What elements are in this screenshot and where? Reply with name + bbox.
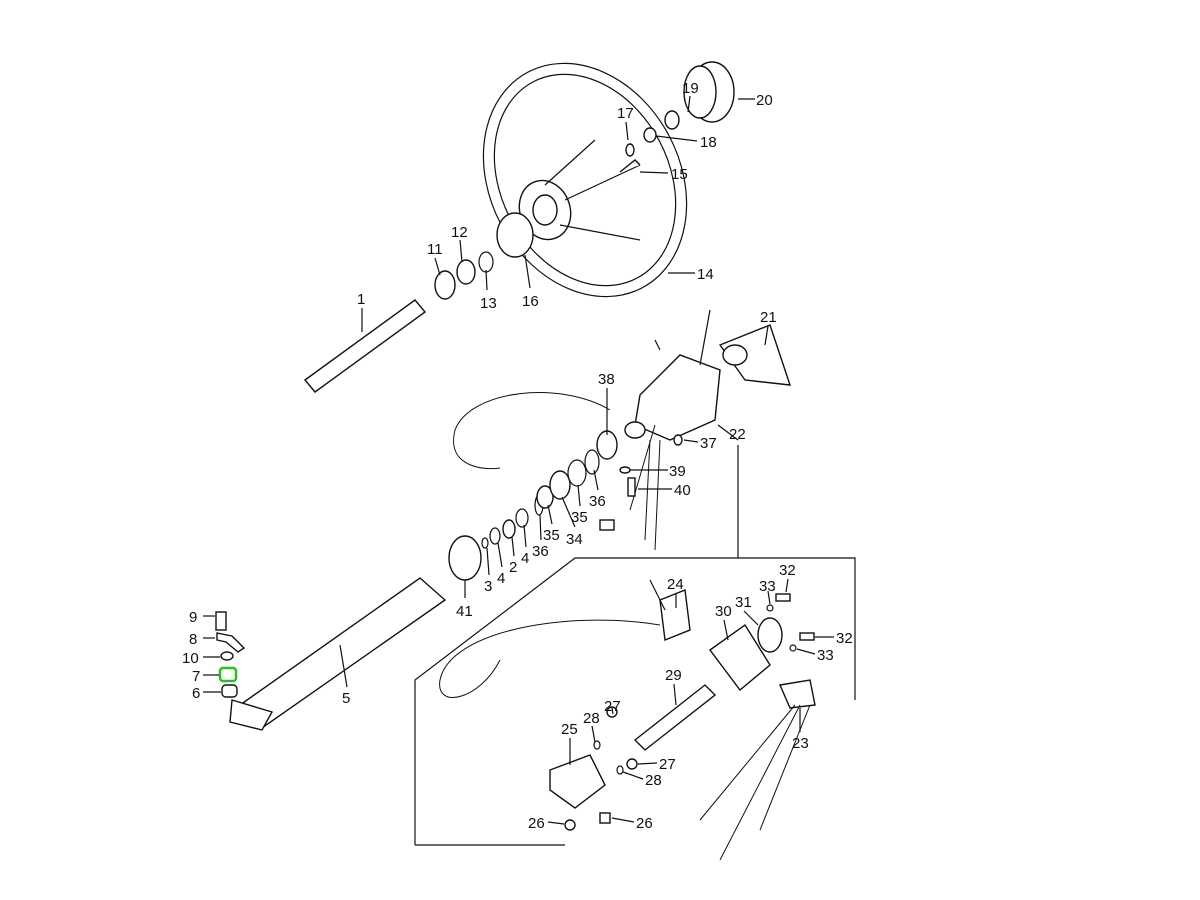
- part-17[interactable]: [625, 143, 635, 157]
- part-11[interactable]: [434, 270, 456, 300]
- callout-9[interactable]: 9: [189, 609, 197, 626]
- part-39[interactable]: [619, 466, 631, 474]
- part-41: [448, 535, 482, 581]
- part-7-highlighted: [218, 666, 238, 683]
- part-19[interactable]: [664, 110, 680, 130]
- callout-16[interactable]: 16: [522, 293, 539, 310]
- callout-33[interactable]: 33: [817, 647, 834, 664]
- steering-column-tube[interactable]: [229, 535, 482, 731]
- callout-19[interactable]: 19: [682, 80, 699, 97]
- steering-wheel[interactable]: [444, 28, 726, 333]
- callout-35[interactable]: 35: [543, 527, 560, 544]
- callout-15[interactable]: 15: [671, 166, 688, 183]
- callout-26[interactable]: 26: [636, 815, 653, 832]
- leader-lines: [203, 95, 834, 825]
- callout-23[interactable]: 23: [792, 735, 809, 752]
- callout-4[interactable]: 4: [497, 570, 505, 587]
- part-16[interactable]: [496, 212, 534, 258]
- callout-8[interactable]: 8: [189, 631, 197, 648]
- callout-29[interactable]: 29: [665, 667, 682, 684]
- callout-34[interactable]: 34: [566, 531, 583, 548]
- callout-10[interactable]: 10: [182, 650, 199, 667]
- part-23: [779, 679, 816, 709]
- lower-switch-assembly[interactable]: [439, 579, 816, 861]
- part-12[interactable]: [456, 259, 476, 285]
- callout-38[interactable]: 38: [598, 371, 615, 388]
- callout-27[interactable]: 27: [604, 698, 621, 715]
- part-37[interactable]: [673, 434, 683, 446]
- part-29: [633, 684, 717, 751]
- callout-7[interactable]: 7: [192, 668, 200, 685]
- callout-21[interactable]: 21: [760, 309, 777, 326]
- callout-39[interactable]: 39: [669, 463, 686, 480]
- callout-40[interactable]: 40: [674, 482, 691, 499]
- callout-28[interactable]: 28: [583, 710, 600, 727]
- part-25: [549, 754, 606, 809]
- callout-2[interactable]: 2: [509, 559, 517, 576]
- part-40[interactable]: [627, 477, 636, 497]
- part-13[interactable]: [478, 251, 494, 273]
- callout-11[interactable]: 11: [427, 241, 443, 258]
- callout-35[interactable]: 35: [571, 509, 588, 526]
- callout-36[interactable]: 36: [532, 543, 549, 560]
- callout-4[interactable]: 4: [521, 550, 529, 567]
- callout-20[interactable]: 20: [756, 92, 773, 109]
- part-15[interactable]: [619, 159, 641, 173]
- callout-31[interactable]: 31: [735, 594, 752, 611]
- callout-24[interactable]: 24: [667, 576, 684, 593]
- callout-6[interactable]: 6: [192, 685, 200, 702]
- callout-27[interactable]: 27: [659, 756, 676, 773]
- part-18[interactable]: [643, 127, 657, 143]
- wiring-harness: [453, 392, 611, 470]
- switch-housing[interactable]: [624, 309, 721, 441]
- bracket-hardware[interactable]: [215, 611, 246, 698]
- callout-3[interactable]: 3: [484, 578, 492, 595]
- callout-26[interactable]: 26: [528, 815, 545, 832]
- steering-shaft[interactable]: [303, 299, 427, 393]
- group-bracket-line: [414, 445, 856, 846]
- callout-32[interactable]: 32: [779, 562, 796, 579]
- callout-18[interactable]: 18: [700, 134, 717, 151]
- callout-37[interactable]: 37: [700, 435, 717, 452]
- callout-25[interactable]: 25: [561, 721, 578, 738]
- horn-button[interactable]: [683, 61, 735, 123]
- callout-5[interactable]: 5: [342, 690, 350, 707]
- column-rings[interactable]: [481, 430, 618, 549]
- callout-1[interactable]: 1: [357, 291, 365, 308]
- callout-32[interactable]: 32: [836, 630, 853, 647]
- callout-13[interactable]: 13: [480, 295, 497, 312]
- callout-36[interactable]: 36: [589, 493, 606, 510]
- callout-30[interactable]: 30: [715, 603, 732, 620]
- callout-14[interactable]: 14: [697, 266, 714, 283]
- callout-22[interactable]: 22: [729, 426, 746, 443]
- callout-41[interactable]: 41: [456, 603, 473, 620]
- callout-17[interactable]: 17: [617, 105, 634, 122]
- callout-33[interactable]: 33: [759, 578, 776, 595]
- callout-labels: 1 2 3 4 4 5 6 7 8 9 10 11 12 13 14 15 16…: [182, 80, 853, 832]
- connector: [599, 519, 615, 531]
- turn-signal-lever[interactable]: [718, 324, 792, 386]
- callout-28[interactable]: 28: [645, 772, 662, 789]
- callout-12[interactable]: 12: [451, 224, 468, 241]
